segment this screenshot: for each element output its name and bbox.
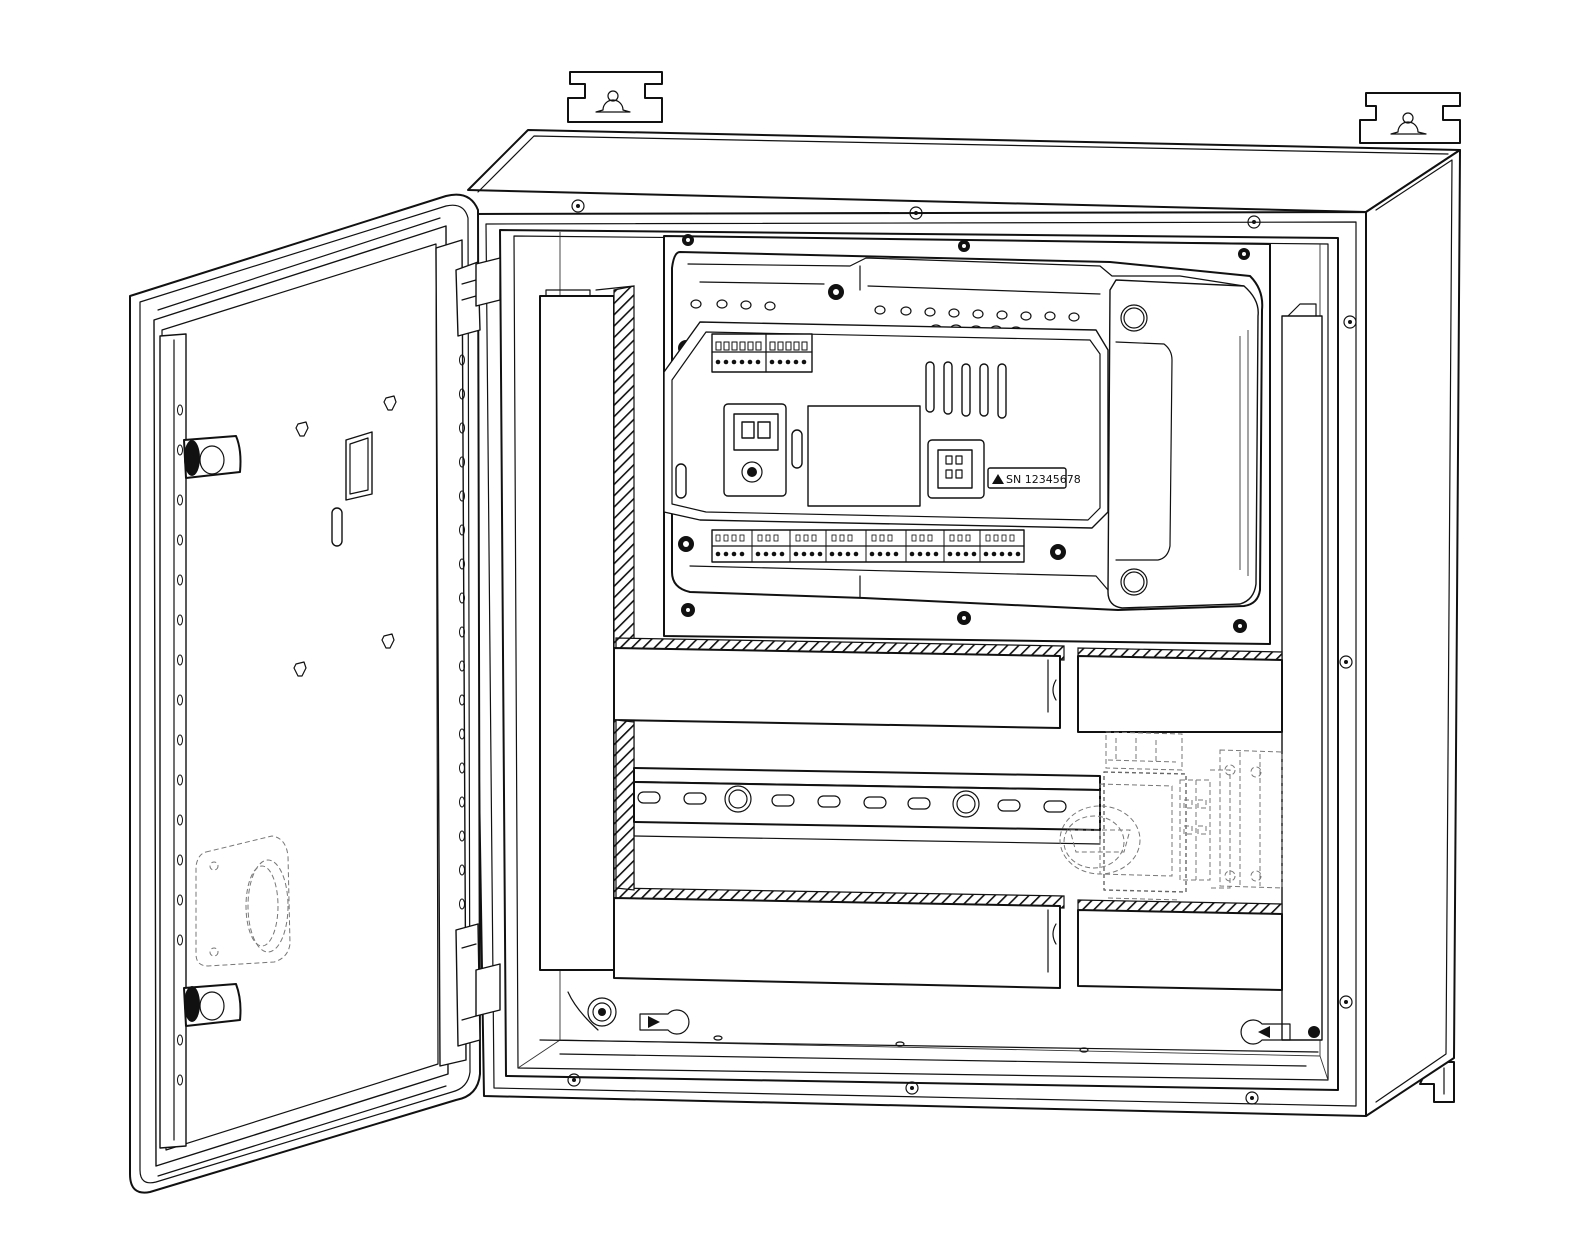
mounting-bracket-top-right: [1359, 92, 1461, 144]
mounting-bracket-top-left: [567, 71, 663, 123]
screw-icon: [567, 199, 1357, 1105]
door-window-cutout: [195, 835, 291, 967]
data-port: [927, 439, 985, 499]
mounting-hole-icon: [637, 785, 1067, 818]
cable-gland-icon: [587, 997, 617, 1027]
screw-icon: [293, 395, 397, 677]
open-door: [129, 193, 501, 1194]
cable-duct-horizontal-lower: [613, 887, 1065, 989]
hinge-icon: [455, 257, 501, 1047]
cable-duct-horizontal-upper: [613, 637, 1065, 729]
lock-icon: [639, 1009, 690, 1035]
terminal-blocks: [1179, 749, 1283, 889]
rotary-disconnect-switch: [1059, 731, 1187, 901]
cable-duct-right: [1281, 303, 1323, 1041]
cable-duct-horizontal-upper-right: [1077, 647, 1283, 733]
lock-icon: [1240, 1019, 1291, 1045]
cable-duct-horizontal-lower-right: [1077, 899, 1283, 991]
din-rail: [633, 767, 1101, 845]
door-latch-lower: [183, 983, 242, 1027]
terminal-connector-top: [711, 333, 813, 373]
door-latch-upper: [183, 435, 242, 479]
power-connector: [723, 403, 787, 497]
screw-icon: [681, 234, 1250, 633]
terminal-connector-bottom: [711, 529, 1025, 563]
controller-module: SN 12345678: [663, 251, 1264, 611]
display-window: [807, 405, 921, 507]
vent-fins: [925, 361, 1007, 419]
serial-label: SN 12345678: [987, 467, 1081, 489]
serial-number-text: SN 12345678: [1006, 473, 1081, 486]
bottom-interior: [567, 991, 1320, 1045]
